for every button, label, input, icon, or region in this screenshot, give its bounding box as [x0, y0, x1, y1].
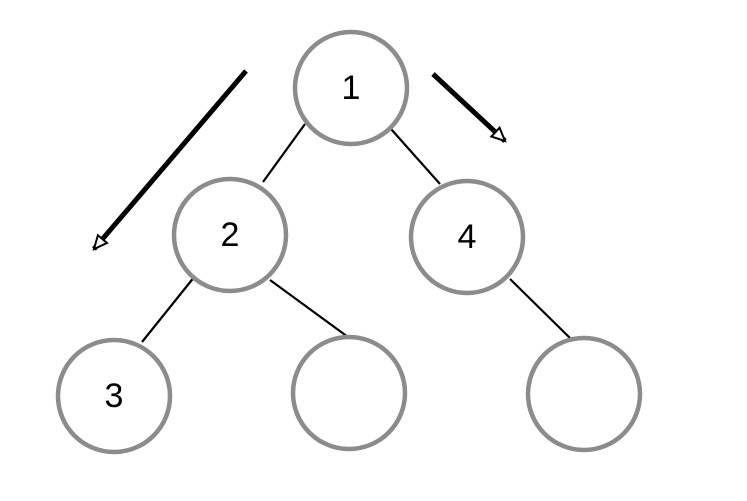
right-traversal-arrow — [431, 72, 507, 143]
arrows-layer — [92, 69, 507, 251]
edge-2-empty-middle — [269, 279, 349, 338]
node-4 — [408, 178, 526, 296]
node-4-label: 4 — [458, 218, 477, 256]
edge-1-2 — [262, 123, 306, 183]
node-3-label: 3 — [105, 377, 124, 415]
node-empty-right — [525, 335, 643, 453]
edge-1-4 — [390, 128, 441, 185]
node-1-label: 1 — [342, 69, 361, 107]
node-empty-middle — [290, 334, 408, 452]
left-traversal-arrow — [92, 69, 248, 251]
node-3 — [55, 337, 173, 455]
nodes-layer: 1 2 4 3 — [55, 29, 643, 455]
edges-layer — [141, 123, 571, 343]
edge-4-empty-right — [509, 278, 571, 339]
node-2-label: 2 — [221, 216, 240, 254]
edge-2-3 — [141, 275, 196, 343]
node-1 — [292, 29, 410, 147]
node-2 — [171, 176, 289, 294]
